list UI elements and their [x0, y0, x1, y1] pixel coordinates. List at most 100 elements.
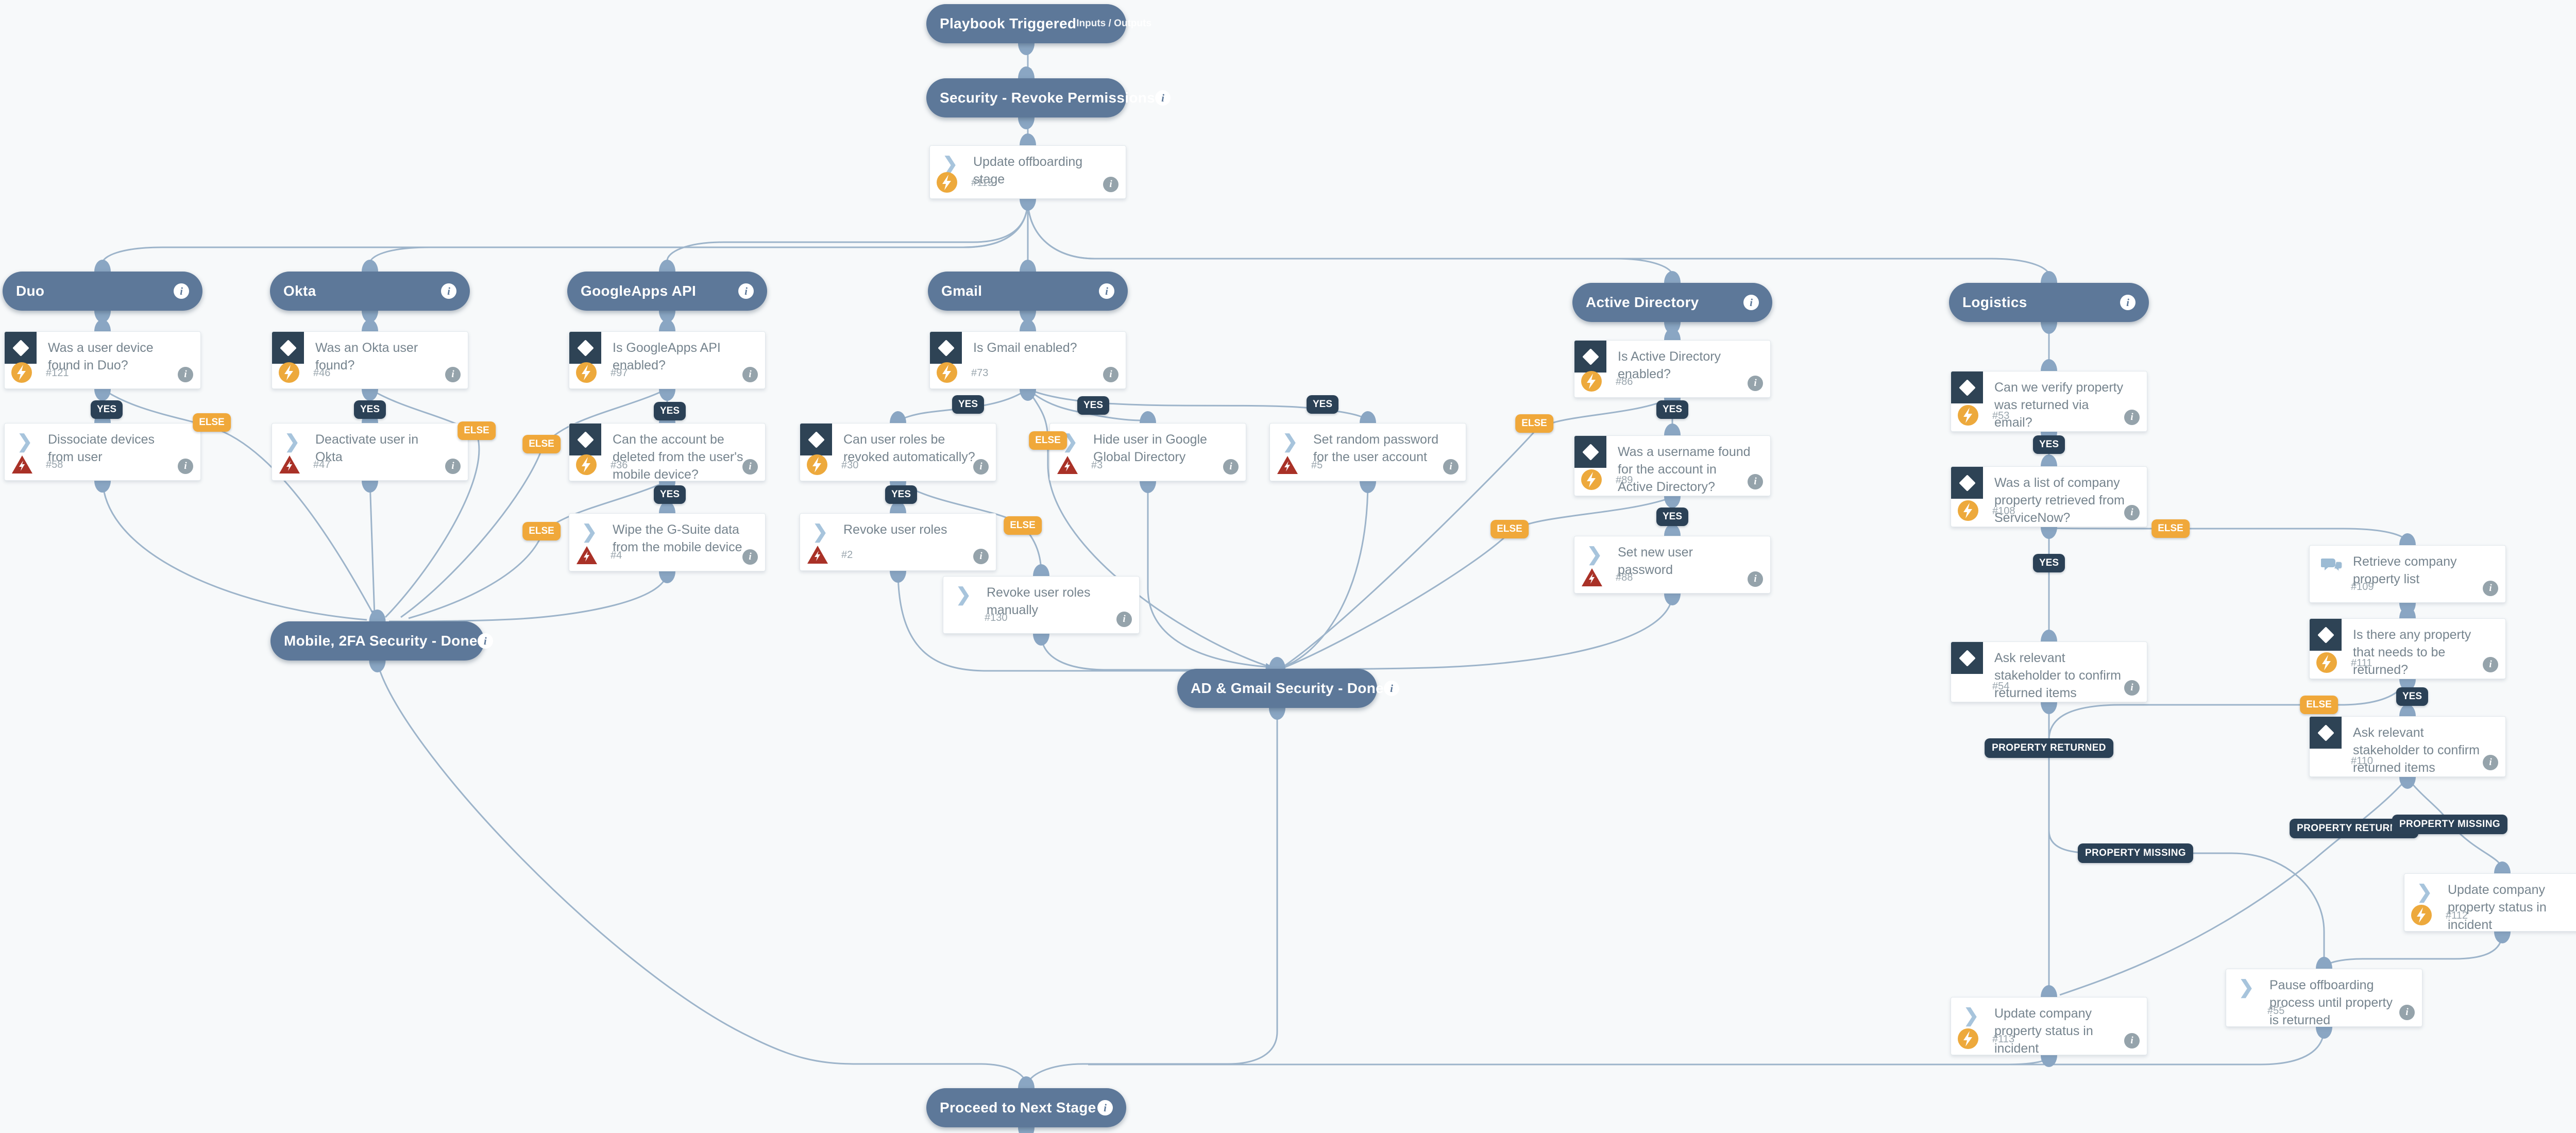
info-icon[interactable]: i — [1116, 612, 1132, 627]
condition-diamond-icon — [1574, 436, 1606, 468]
task-t55[interactable]: ❯Pause offboarding process until propert… — [2226, 969, 2422, 1027]
info-icon[interactable]: i — [445, 459, 461, 474]
info-icon[interactable]: i — [2120, 295, 2136, 310]
task-t113[interactable]: ❯Update company property status in incid… — [1951, 997, 2147, 1056]
info-icon[interactable]: i — [1103, 367, 1118, 382]
info-icon[interactable]: i — [1097, 1100, 1113, 1115]
stage-title: Proceed to Next Stage — [940, 1100, 1096, 1115]
info-icon[interactable]: i — [445, 367, 461, 382]
task-title: Dissociate devices from user — [48, 432, 155, 464]
condition-diamond-icon — [1951, 371, 1983, 403]
task-title: Is there any property that needs to be r… — [2353, 628, 2471, 677]
info-icon[interactable]: i — [973, 459, 989, 475]
task-t30[interactable]: Can user roles be revoked automatically?… — [800, 423, 996, 481]
condition-diamond-icon — [930, 332, 962, 364]
task-title: Ask relevant stakeholder to confirm retu… — [2353, 725, 2480, 775]
task-title: Pause offboarding process until property… — [2269, 978, 2393, 1027]
info-icon[interactable]: i — [178, 459, 193, 474]
branch-label-yes: YES — [1656, 400, 1689, 419]
chevron-icon: ❯ — [1587, 544, 1603, 565]
task-number: #115 — [971, 177, 994, 189]
flow-edge — [1027, 199, 1676, 281]
info-icon[interactable]: i — [742, 367, 758, 382]
info-icon[interactable]: i — [477, 633, 493, 649]
task-t54[interactable]: Ask relevant stakeholder to confirm retu… — [1951, 641, 2147, 702]
task-t111[interactable]: Is there any property that needs to be r… — [2309, 618, 2506, 679]
info-icon[interactable]: i — [1748, 571, 1763, 587]
info-icon[interactable]: i — [2483, 755, 2498, 770]
info-icon[interactable]: i — [1103, 177, 1118, 192]
flow-edge — [366, 199, 1029, 269]
condition-diamond-icon — [569, 424, 601, 455]
task-number: #88 — [1616, 572, 1633, 583]
task-t112[interactable]: ❯Update company property status in incid… — [2404, 873, 2576, 932]
stage-title: Active Directory — [1586, 294, 1699, 310]
info-icon[interactable]: i — [178, 367, 193, 382]
task-t89[interactable]: Was a username found for the account in … — [1574, 435, 1771, 496]
info-icon[interactable]: i — [1748, 474, 1763, 489]
branch-label-else: ELSE — [2300, 696, 2338, 714]
info-icon[interactable]: i — [1155, 90, 1171, 106]
info-icon[interactable]: i — [2124, 410, 2140, 425]
info-icon[interactable]: i — [1099, 283, 1114, 299]
inputs-outputs-link[interactable]: Inputs / Outputs — [1076, 18, 1151, 29]
info-icon[interactable]: i — [174, 283, 189, 299]
info-icon[interactable]: i — [738, 283, 754, 299]
task-title: Update offboarding stage — [973, 155, 1083, 187]
info-icon[interactable]: i — [2124, 1033, 2140, 1049]
task-t53[interactable]: Can we verify property was returned via … — [1951, 371, 2147, 432]
info-icon[interactable]: i — [2124, 680, 2140, 696]
task-t36[interactable]: Can the account be deleted from the user… — [569, 423, 766, 482]
info-icon[interactable]: i — [441, 283, 456, 299]
task-t4[interactable]: ❯Wipe the G-Suite data from the mobile d… — [569, 513, 766, 571]
branch-label-else: ELSE — [522, 522, 561, 540]
task-t110[interactable]: Ask relevant stakeholder to confirm retu… — [2309, 716, 2506, 777]
info-icon[interactable]: i — [1748, 376, 1763, 391]
info-icon[interactable]: i — [973, 549, 989, 564]
info-icon[interactable]: i — [2483, 657, 2498, 672]
info-icon[interactable]: i — [742, 549, 758, 565]
stage-active-directory[interactable]: Active Directory i — [1572, 283, 1772, 322]
task-title: Update company property status in incide… — [2448, 883, 2547, 932]
info-icon[interactable]: i — [2124, 505, 2140, 520]
info-icon[interactable]: i — [2483, 581, 2498, 596]
info-icon[interactable]: i — [1384, 681, 1399, 696]
info-icon[interactable]: i — [1443, 459, 1459, 475]
info-icon[interactable]: i — [742, 459, 758, 475]
task-number: #86 — [1616, 376, 1633, 387]
task-t5[interactable]: ❯Set random password for the user accoun… — [1269, 423, 1466, 481]
chat-icon — [2320, 559, 2343, 572]
task-number: #36 — [611, 460, 628, 471]
info-icon[interactable]: i — [1743, 295, 1759, 310]
branch-label-else: ELSE — [1490, 520, 1529, 538]
info-icon[interactable]: i — [2399, 1005, 2415, 1020]
branch-label-else: ELSE — [1515, 414, 1553, 433]
automation-status-icon — [806, 454, 828, 476]
task-number: #58 — [46, 459, 63, 470]
task-t108[interactable]: Was a list of company property retrieved… — [1951, 466, 2147, 527]
info-icon[interactable]: i — [1223, 459, 1239, 475]
